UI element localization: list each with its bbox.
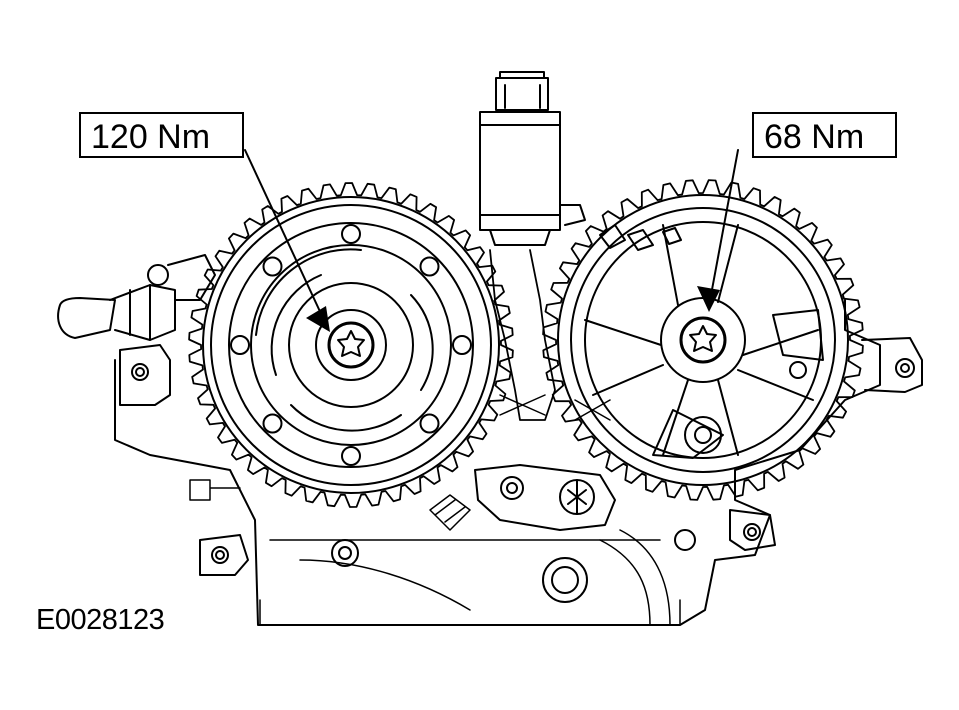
left-mounting-lug	[119, 344, 171, 406]
left-camshaft-pulley	[188, 182, 514, 508]
cylinder-head-body	[114, 299, 881, 626]
torque-value-right: 68 Nm	[764, 118, 865, 156]
right-camshaft-pulley	[542, 179, 864, 501]
tensioner-bracket	[474, 464, 616, 531]
left-callout-arrowhead	[306, 306, 330, 332]
pulley-hole	[419, 256, 440, 277]
pulley-hole	[262, 413, 283, 434]
pulley-hole	[341, 224, 361, 244]
sensor-fitting	[57, 297, 116, 339]
bottom-right-lug	[729, 509, 776, 551]
torque-value-left: 120 Nm	[91, 118, 211, 156]
right-callout-leader	[710, 149, 739, 296]
left-callout-leader	[244, 149, 324, 319]
pulley-hole	[230, 335, 250, 355]
pulley-hole	[419, 413, 440, 434]
right-mounting-lug	[861, 337, 923, 393]
pulley-hole	[262, 256, 283, 277]
right-callout-arrowhead	[697, 286, 720, 312]
pulley-hole	[452, 335, 472, 355]
torque-callout-right: 68 Nm	[752, 112, 897, 158]
figure-reference-id: E0028123	[36, 604, 165, 636]
pulley-hole	[341, 446, 361, 466]
torque-callout-left: 120 Nm	[79, 112, 244, 158]
bottom-left-lug	[199, 534, 249, 576]
vct-solenoid	[479, 71, 586, 246]
